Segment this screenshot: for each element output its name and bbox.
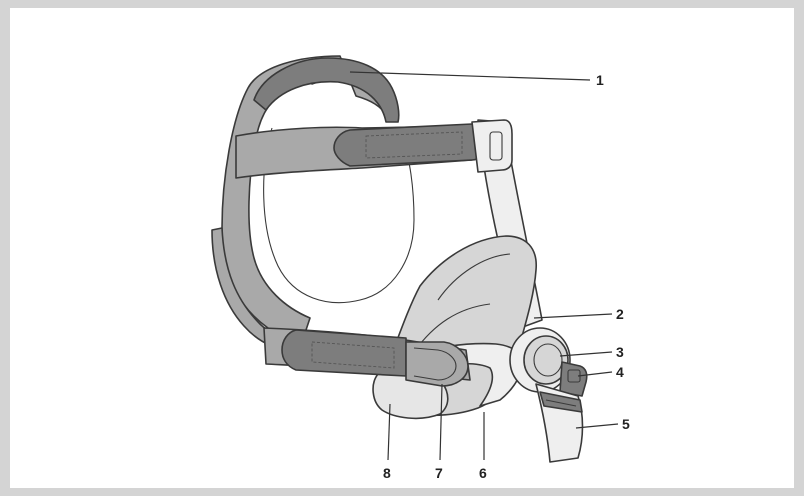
elbow-grip xyxy=(539,391,583,413)
upper-velcro-tab xyxy=(333,123,485,167)
leader-lines xyxy=(349,71,619,461)
mask-cushion-group xyxy=(372,235,537,420)
clip-slot xyxy=(489,131,503,161)
valve-4 xyxy=(559,361,588,397)
callout-8: 8 xyxy=(383,465,391,481)
swivel-inner xyxy=(533,343,563,377)
head-inner-outline xyxy=(263,127,415,304)
diagram-canvas: 1 2 3 4 5 6 7 8 xyxy=(10,8,794,488)
forehead-clip xyxy=(471,119,513,173)
headgear-crown xyxy=(253,57,400,123)
leader-8 xyxy=(387,403,391,461)
callout-2: 2 xyxy=(616,306,624,322)
elbow-assembly xyxy=(509,327,588,463)
leader-4 xyxy=(577,371,613,377)
lower-velcro-tab xyxy=(281,329,407,377)
headgear-outer-band xyxy=(221,55,399,343)
callout-1: 1 xyxy=(596,72,604,88)
clip-inner xyxy=(413,347,457,381)
upper-velcro-dashes xyxy=(365,131,463,159)
leader-7 xyxy=(439,383,443,461)
leader-3 xyxy=(559,351,613,357)
leader-1 xyxy=(349,71,591,81)
mask-illustration: 1 2 3 4 5 6 7 8 xyxy=(211,55,630,481)
callout-6: 6 xyxy=(479,465,487,481)
callout-7: 7 xyxy=(435,465,443,481)
lower-velcro-dashes xyxy=(311,341,395,369)
callout-3: 3 xyxy=(616,344,624,360)
leader-2 xyxy=(533,313,613,319)
lower-strap-group xyxy=(263,327,471,387)
callout-labels: 1 2 3 4 5 6 7 8 xyxy=(383,72,630,481)
callout-4: 4 xyxy=(616,364,624,380)
leader-5 xyxy=(575,423,619,429)
callout-5: 5 xyxy=(622,416,630,432)
elbow-grip-line xyxy=(545,399,577,407)
